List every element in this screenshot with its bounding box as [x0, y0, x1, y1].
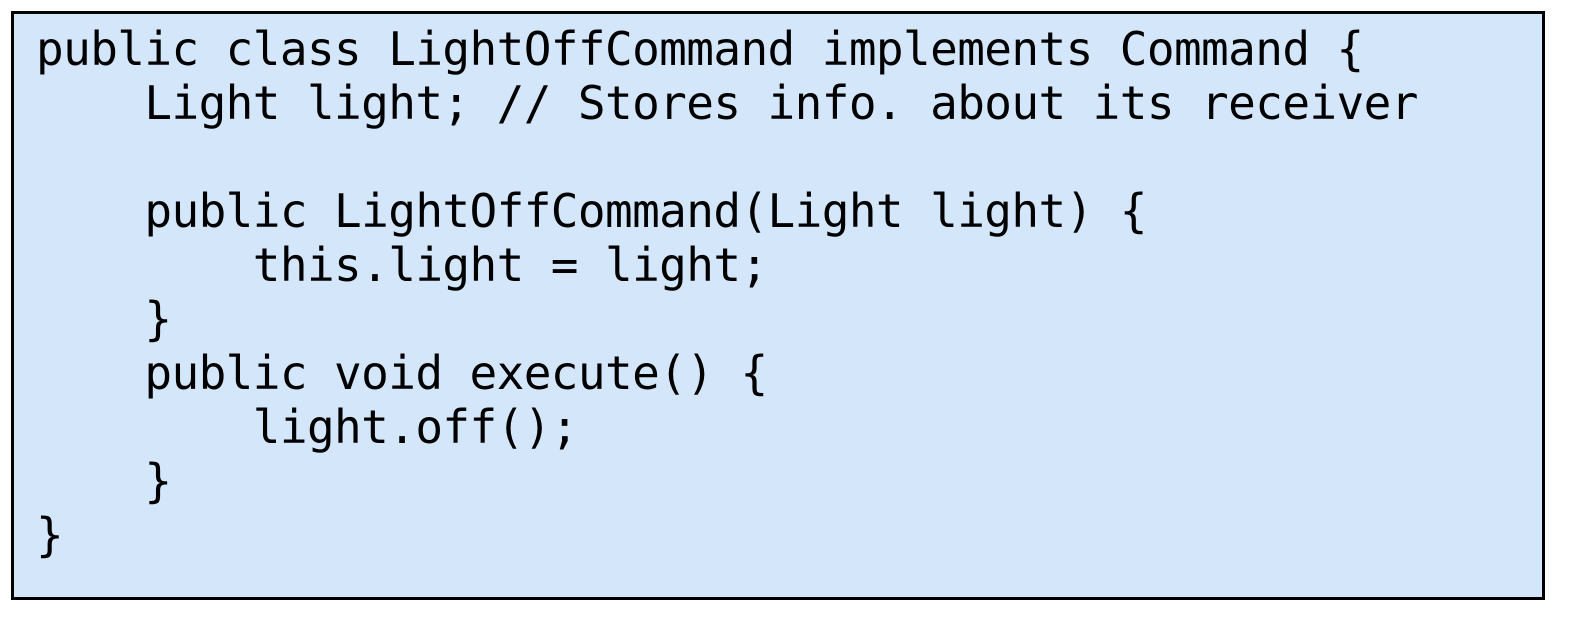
code-line: light.off(); [36, 400, 579, 454]
code-line: public void execute() { [36, 346, 768, 400]
code-line: public LightOffCommand(Light light) { [36, 184, 1147, 238]
code-line: public class LightOffCommand implements … [36, 22, 1364, 76]
code-line: } [36, 508, 64, 562]
code-line: } [36, 292, 172, 346]
code-listing: public class LightOffCommand implements … [36, 22, 1542, 562]
code-line: Light light; // Stores info. about its r… [36, 76, 1418, 130]
code-line: } [36, 454, 172, 508]
code-panel: public class LightOffCommand implements … [11, 11, 1545, 600]
code-line-blank [36, 130, 1542, 184]
code-line: this.light = light; [36, 238, 768, 292]
